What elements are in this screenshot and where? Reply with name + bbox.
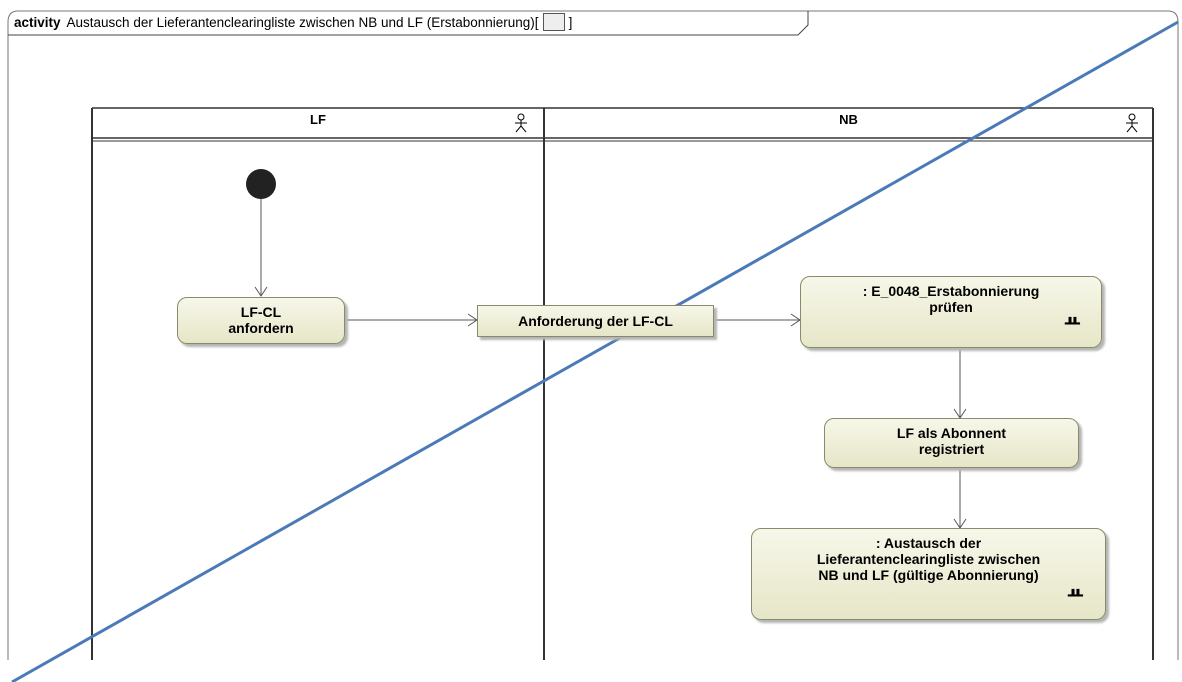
action-label-line: prüfen xyxy=(929,299,973,315)
initial-node xyxy=(246,169,276,199)
call-behavior-rake-icon: ᚇ xyxy=(1068,587,1083,604)
action-label-line: LF als Abonnent xyxy=(896,425,1007,441)
diagram-type-icon xyxy=(542,13,565,31)
action-label-line: LF-CL xyxy=(240,304,282,320)
diagram-frame xyxy=(7,10,1179,660)
action-label-line: : E_0048_Erstabonnierung xyxy=(862,283,1040,299)
title-bracket-close: ] xyxy=(568,14,573,30)
diagram-title: activity Austausch der Lieferantencleari… xyxy=(14,11,572,33)
action-label-line: : Austausch der xyxy=(875,535,982,551)
title-bracket-open: [ xyxy=(534,14,539,30)
diagram-keyword: activity xyxy=(14,14,61,30)
diagram-title-text: Austausch der Lieferantenclearingliste z… xyxy=(66,14,535,30)
actor-icon xyxy=(1126,113,1138,133)
lane-title-nb: NB xyxy=(839,112,858,127)
action-label-line: anfordern xyxy=(228,320,294,336)
actor-icon xyxy=(515,113,527,133)
object-node-anforderung[interactable]: Anforderung der LF-CL xyxy=(477,305,714,337)
crossout-line xyxy=(11,20,1179,682)
action-lf-registriert[interactable]: LF als Abonnent registriert xyxy=(824,418,1079,468)
title-tab-border xyxy=(8,11,809,36)
action-label-line: Lieferantenclearingliste zwischen xyxy=(816,551,1041,567)
action-austausch[interactable]: : Austausch der Lieferantenclearingliste… xyxy=(751,528,1106,620)
action-label-line: NB und LF (gültige Abonnierung) xyxy=(818,567,1039,583)
action-label-line: registriert xyxy=(918,441,985,457)
control-flows xyxy=(254,199,967,529)
lane-title-lf: LF xyxy=(310,112,326,127)
action-lfcl-anfordern[interactable]: LF-CL anfordern xyxy=(177,297,345,344)
call-behavior-rake-icon: ᚇ xyxy=(1065,315,1080,332)
action-erstabonnierung-pruefen[interactable]: : E_0048_Erstabonnierung prüfen xyxy=(800,276,1102,348)
